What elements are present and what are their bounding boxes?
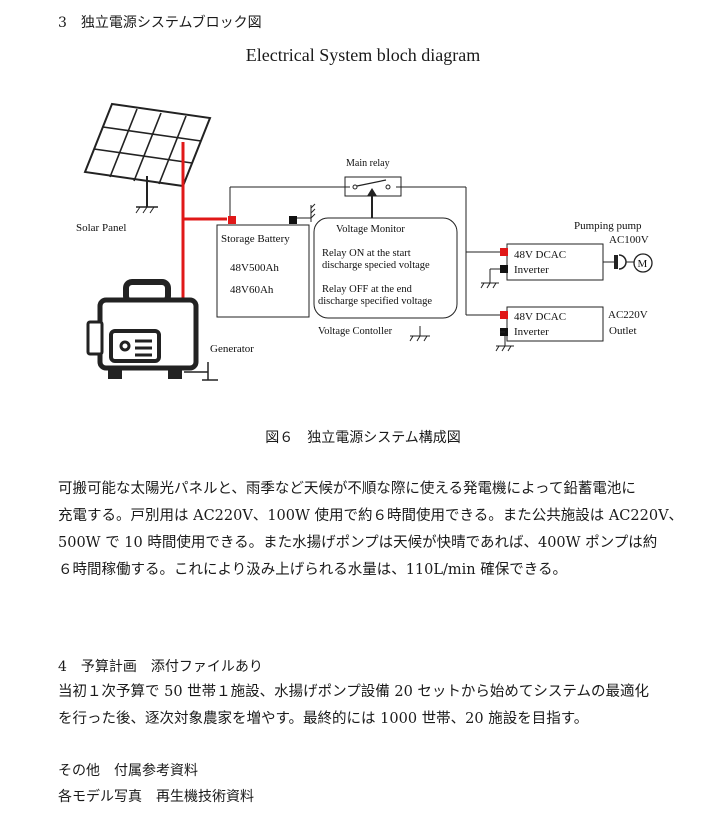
inverter-2-label-2: Inverter	[514, 326, 549, 338]
battery-negative-terminal	[289, 216, 297, 224]
inverter-2-label-1: 48V DCAC	[514, 311, 566, 323]
plug-icon	[603, 254, 634, 270]
battery-positive-terminal	[228, 216, 236, 224]
voltage-controller-box	[313, 217, 458, 319]
inverter-1-label-2: Inverter	[514, 264, 549, 276]
storage-battery-box	[216, 224, 310, 318]
relay-on-line-2: discharge specied voltage	[322, 260, 430, 271]
ground-icon	[409, 326, 430, 342]
battery-spec-2: 48V60Ah	[230, 284, 274, 296]
paragraph-2-line: 当初１次予算で 50 世帯１施設、水揚げポンプ設備 20 セットから始めてシステ…	[58, 684, 649, 700]
relay-on-line-1: Relay ON at the start	[322, 248, 411, 259]
inverter-1-positive-terminal	[500, 248, 508, 256]
ac220v-label: AC220V	[608, 309, 648, 321]
paragraph-1-line: 500W で 10 時間使用できる。また水揚げポンプは天候が快晴であれば、400…	[58, 535, 658, 551]
ac100v-label: AC100V	[609, 234, 649, 246]
other-materials-list: 各モデル写真 再生機技術資料	[58, 789, 254, 805]
relay-wiring	[229, 186, 502, 316]
battery-spec-1: 48V500Ah	[230, 262, 279, 274]
main-relay-label: Main relay	[346, 158, 390, 169]
inverter-1-negative-terminal	[500, 265, 508, 273]
motor-icon	[633, 253, 653, 273]
main-relay-switch-icon	[344, 176, 402, 219]
generator-icon	[86, 279, 218, 381]
motor-label: M	[638, 258, 648, 270]
figure-caption: 図６ 独立電源システム構成図	[265, 430, 461, 446]
ground-icon	[480, 268, 500, 289]
block-diagram: Solar Panel Storage Battery 48V500Ah 48V…	[76, 102, 653, 381]
ground-icon	[495, 331, 514, 352]
voltage-controller-label: Voltage Contoller	[318, 326, 393, 337]
inverter-2-box	[506, 306, 604, 342]
storage-battery-label: Storage Battery	[221, 233, 290, 245]
inverter-2-positive-terminal	[500, 311, 508, 319]
other-materials-heading: その他 付属参考資料	[58, 763, 198, 779]
paragraph-1: 可搬可能な太陽光パネルと、雨季など天候が不順な際に使える発電機によって鉛蓄電池に…	[58, 476, 683, 584]
generator-label: Generator	[210, 343, 254, 355]
pumping-pump-label: Pumping pump	[574, 220, 642, 232]
paragraph-1-line: ６時間稼働する。これにより汲み上げられる水量は、110L/min 確保できる。	[58, 562, 567, 578]
paragraph-2: 当初１次予算で 50 世帯１施設、水揚げポンプ設備 20 セットから始めてシステ…	[58, 679, 649, 733]
inverter-1-label-1: 48V DCAC	[514, 249, 566, 261]
voltage-monitor-label: Voltage Monitor	[336, 224, 405, 235]
relay-off-line-2: discharge specified voltage	[318, 296, 432, 307]
solar-panel-icon	[83, 102, 212, 214]
section-3-heading: 3 独立電源システムブロック図	[58, 15, 262, 31]
solar-panel-label: Solar Panel	[76, 222, 126, 234]
paragraph-1-line: 充電する。戸別用は AC220V、100W 使用で約６時間使用できる。また公共施…	[58, 508, 684, 524]
outlet-label: Outlet	[609, 325, 637, 337]
figure-title: Electrical System bloch diagram	[245, 45, 481, 65]
ground-icon	[297, 203, 316, 222]
paragraph-2-line: を行った後、逐次対象農家を増やす。最終的には 1000 世帯、20 施設を目指す…	[58, 711, 589, 727]
relay-off-line-1: Relay OFF at the end	[322, 284, 413, 295]
paragraph-1-line: 可搬可能な太陽光パネルと、雨季など天候が不順な際に使える発電機によって鉛蓄電池に	[58, 481, 636, 497]
section-4-heading: 4 予算計画 添付ファイルあり	[58, 659, 263, 675]
